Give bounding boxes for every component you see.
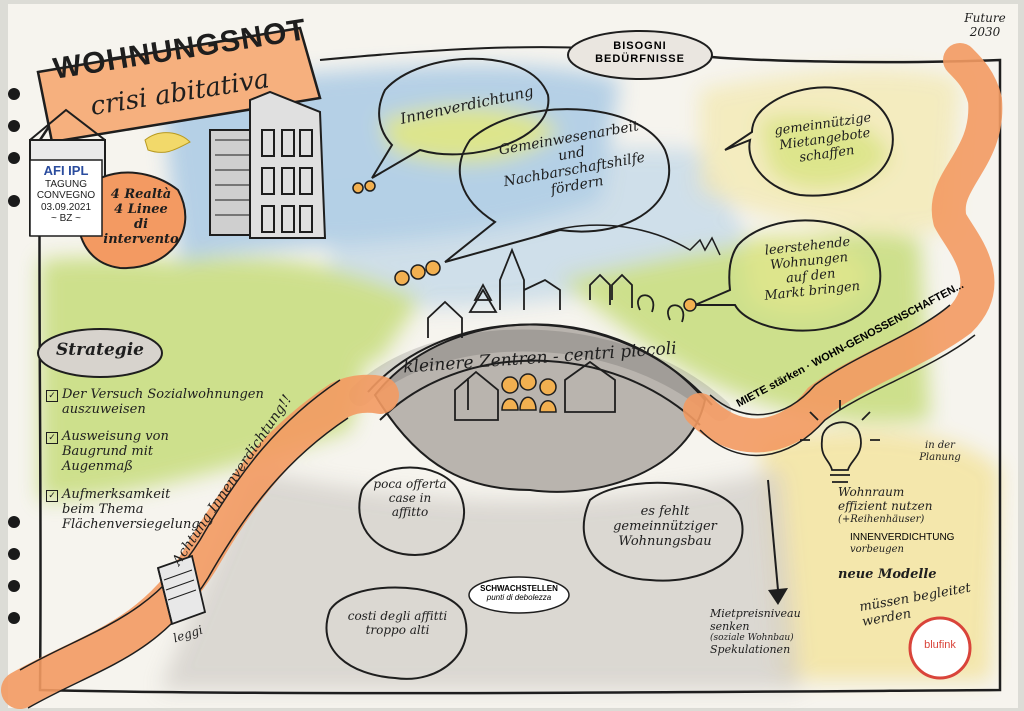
- speakers-line: 4 Linee: [114, 201, 168, 217]
- strategy-line: auszuweisen: [62, 401, 146, 417]
- pastel-washes: [40, 64, 1000, 690]
- lightbulb-icon: [800, 400, 880, 483]
- idea-line: effizient nutzen: [838, 498, 933, 513]
- strategy-line: Flächenversiegelung: [62, 516, 200, 532]
- future-label-line: Future: [964, 11, 1006, 25]
- road-left: [1, 374, 399, 709]
- planning-line: Planung: [919, 451, 961, 463]
- needs-oval: [567, 30, 713, 80]
- binder-hole: [8, 88, 20, 100]
- strategy-line: beim Thema: [62, 501, 144, 517]
- weakness-label-de: SCHWACHSTELLEN: [480, 584, 558, 593]
- binder-hole: [8, 580, 20, 592]
- weakness-label-oval: [468, 576, 570, 614]
- binder-hole: [8, 548, 20, 560]
- future-year: 2030: [969, 24, 1001, 39]
- cloud-gemeinnuetzig: [582, 481, 744, 582]
- mietpreis-note: Mietpreisniveau senken (soziale Wohnbau)…: [710, 607, 830, 656]
- weakness-line: Wohnungsbau: [618, 533, 712, 549]
- strategy-oval: [37, 328, 163, 378]
- checkbox-icon: ✓: [46, 390, 58, 402]
- strategy-item: ✓ Der Versuch Sozialwohnungen auszuweise…: [46, 387, 286, 418]
- title-banner: [36, 26, 322, 144]
- weakness-label-it: punti di debolezza: [486, 593, 552, 603]
- speakers-line: 4 Realtà: [110, 187, 172, 202]
- strategy-title: Strategie: [56, 340, 144, 360]
- speakers-line: di intervento: [103, 216, 179, 247]
- brand-name: blufink: [924, 639, 956, 651]
- idea-neue-modelle: neue Modelle: [838, 567, 937, 582]
- road-right: [683, 43, 1003, 453]
- speakers-blob: [76, 171, 187, 270]
- weakness-offerta: poca offerta case in affitto: [365, 477, 455, 519]
- binder-hole: [8, 516, 20, 528]
- event-box: [29, 159, 103, 237]
- weakness-line: troppo alti: [365, 622, 430, 637]
- idea-wohnraum: Wohnraum effizient nutzen (+Reihenhäuser…: [838, 485, 978, 525]
- cloud-costi: [325, 586, 468, 680]
- weakness-line: case in: [388, 490, 432, 505]
- weakness-gemeinnuetzig: es fehlt gemeinnütziger Wohnungsbau: [590, 504, 740, 550]
- mietpreis-line: Spekulationen: [710, 642, 791, 656]
- needs-line: BISOGNI: [613, 40, 667, 52]
- binder-hole: [8, 120, 20, 132]
- weakness-costi: costi degli affitti troppo alti: [335, 609, 460, 638]
- checkbox-icon: ✓: [46, 490, 58, 502]
- arrow-head: [768, 588, 788, 605]
- event-line: TAGUNG: [44, 178, 88, 190]
- needs-line: BEDÜRFNISSE: [595, 52, 685, 65]
- bubble-innenverdichtung: [371, 57, 550, 179]
- idea-line: Wohnraum: [838, 485, 905, 499]
- event-line: CONVEGNO: [36, 190, 96, 202]
- weakness-label: SCHWACHSTELLEN punti di debolezza: [469, 584, 569, 602]
- weakness-line: costi degli affitti: [347, 609, 448, 623]
- cloud-offerta: [358, 466, 465, 557]
- idea-line: vorbeugen: [850, 543, 904, 555]
- checkbox-icon: ✓: [46, 432, 58, 444]
- bird-wave-line: [539, 224, 721, 256]
- event-date: 03.09.2021: [40, 201, 92, 213]
- strategy-line: Ausweisung von: [62, 429, 169, 444]
- people-illustration: [352, 180, 697, 413]
- mietpreis-line: senken: [710, 619, 750, 633]
- bubble-leerstehend: [694, 219, 882, 332]
- idea-line: INNENVERDICHTUNG: [850, 532, 955, 543]
- arrow-down: [767, 479, 779, 591]
- binder-hole: [8, 152, 20, 164]
- weakness-line: gemeinnütziger: [613, 518, 717, 534]
- weakness-line: affitto: [391, 504, 429, 519]
- village-illustration: [427, 247, 685, 421]
- future-label: Future 2030: [955, 11, 1015, 40]
- planning-line: in der: [925, 440, 955, 451]
- strategy-item: ✓ Aufmerksamkeit beim Thema Flächenversi…: [46, 487, 286, 533]
- strategy-item: ✓ Ausweisung von Baugrund mit Augenmaß: [46, 429, 286, 475]
- brand-logo: [908, 616, 972, 680]
- strategy-line: Augenmaß: [62, 458, 133, 474]
- needs-label: BISOGNI BEDÜRFNISSE: [580, 40, 700, 65]
- planning-note: in der Planung: [910, 440, 970, 463]
- bubble-leerstehend-text: leerstehende Wohnungen auf den Markt bri…: [747, 234, 873, 306]
- idea-innenverdichtung: INNENVERDICHTUNG vorbeugen: [850, 532, 1000, 555]
- idea-line: (+Reihenhäuser): [838, 513, 925, 525]
- event-place: ~ BZ ~: [50, 213, 81, 225]
- binder-hole: [8, 612, 20, 624]
- mietpreis-line: (soziale Wohnbau): [710, 633, 794, 644]
- mietpreis-line: Mietpreisniveau: [710, 607, 801, 620]
- bubble-gemeinwesen: [444, 108, 671, 263]
- weakness-line: poca offerta: [373, 477, 447, 491]
- weakness-line: es fehlt: [640, 504, 690, 519]
- strategy-line: Der Versuch Sozialwohnungen: [62, 387, 264, 402]
- bubble-gemeinnuetzig: [724, 86, 894, 197]
- strategy-line: Baugrund mit: [62, 443, 154, 459]
- event-info: AFI IPL TAGUNG CONVEGNO 03.09.2021 ~ BZ …: [30, 163, 102, 225]
- laws-book-illustration: [156, 554, 207, 626]
- binder-hole: [8, 195, 20, 207]
- event-org: AFI IPL: [43, 163, 89, 178]
- region-map-icon: [144, 132, 191, 153]
- strategy-line: Aufmerksamkeit: [62, 487, 171, 502]
- speakers-text: 4 Realtà 4 Linee di intervento: [96, 187, 186, 248]
